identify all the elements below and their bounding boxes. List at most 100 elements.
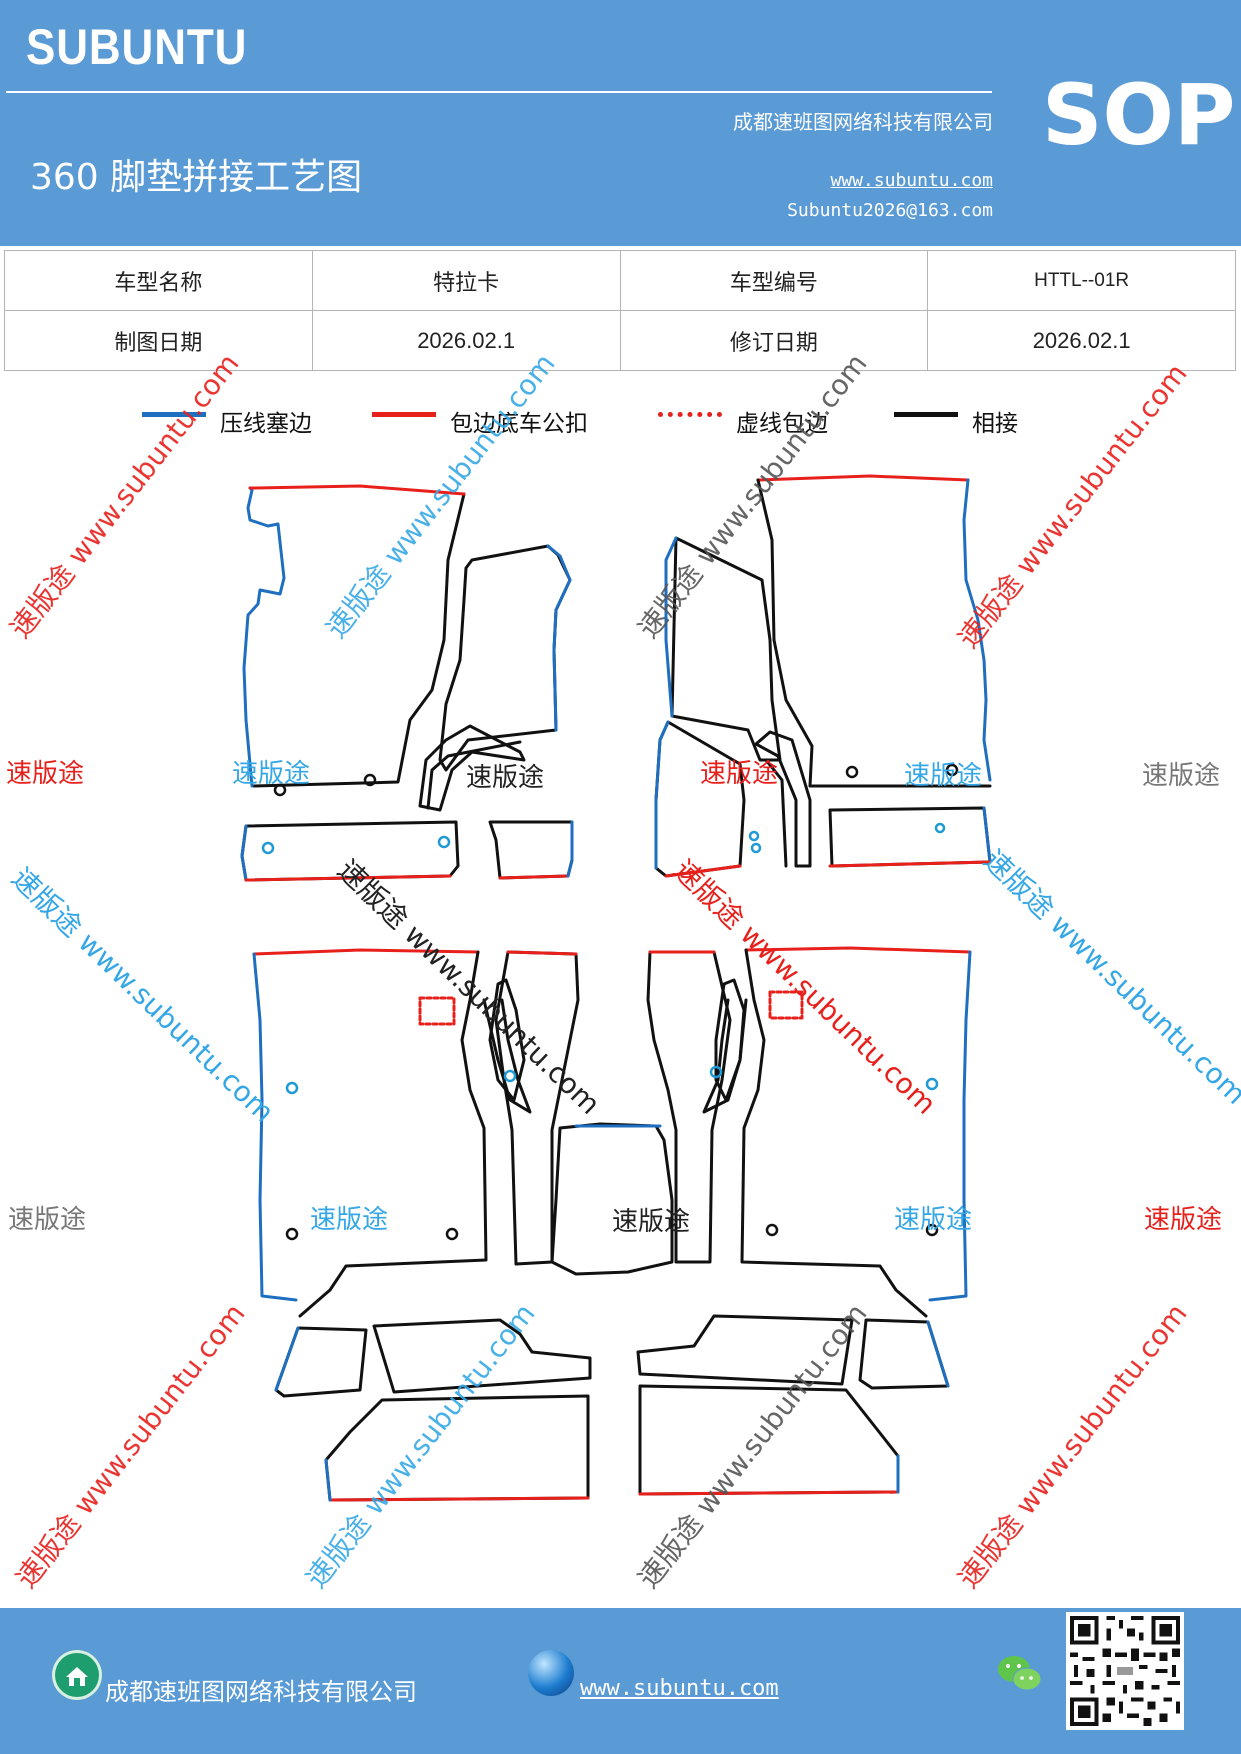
front-right-lower-bar [828,806,992,868]
front-right-mat-red-top [756,474,970,482]
buckle-hole [945,763,959,777]
rear-left-rear-piece-red [328,1496,590,1502]
buckle-hole [709,1065,723,1079]
rear-right-tunnel-inner-2 [702,998,748,1114]
rear-right-mat-black-edge [740,948,928,1318]
diagonal-watermark: 速版途 www.subuntu.com [632,347,874,644]
rear-right-small-side-blue [926,1320,950,1388]
header-divider [6,91,992,93]
front-left-mat-blue-edge [242,486,286,788]
rear-right-dotted-box [768,990,804,1020]
buckle-hole [925,1223,939,1237]
front-right-strip-2 [764,758,788,868]
buckle-hole [445,1227,459,1241]
rear-right-long-bar [636,1314,854,1386]
legend-label: 虚线包边 [736,411,828,437]
watermark-label: 速版途 [904,761,982,791]
front-right-footrest-blue [664,536,678,718]
diagonal-watermark: 速版途 www.subuntu.com [952,357,1194,654]
buckle-hole [503,1069,517,1083]
watermark-label: 速版途 [466,763,544,793]
website-link[interactable]: www.subuntu.com [830,170,993,191]
table-cell: 2026.02.1 [311,310,621,371]
diagonal-watermark: 速版途 www.subuntu.com [320,347,562,644]
rear-left-tunnel-inner-2 [482,998,532,1114]
table-row: 制图日期 2026.02.1 修订日期 2026.02.1 [4,310,1236,371]
rear-left-mat-black-edge [298,950,488,1318]
rear-left-rear-piece-blue [324,1458,332,1502]
legend-swatch [658,412,722,417]
watermark-label: 速版途 [700,759,778,789]
buckle-hole [934,822,946,834]
buckle-hole [363,773,377,787]
diagonal-watermark: 速版途 www.subuntu.com [10,1297,252,1594]
globe-icon [528,1650,574,1696]
buckle-hole [285,1081,299,1095]
diagonal-watermark: 速版途 www.subuntu.com [632,1297,874,1594]
watermark-label: 速版途 [310,1205,388,1235]
rear-left-small-side [274,1326,368,1398]
front-left-strip-1 [418,724,526,812]
buckle-hole [925,1077,939,1091]
buckle-hole [748,830,760,842]
table-cell: 修订日期 [619,310,929,371]
buckle-hole [437,835,451,849]
rear-right-mat-blue-edge [928,950,972,1302]
diagonal-watermark: 速版途 www.subuntu.com [977,843,1241,1111]
document-title: 360 脚垫拼接工艺图 [30,157,363,198]
front-left-strip-2 [426,740,522,810]
buckle-hole [750,842,762,854]
watermark-label: 速版途 [1144,1205,1222,1235]
doc-type-badge: SOP [1042,66,1236,164]
front-right-side-piece-blue [654,720,670,870]
legend-swatch [372,412,436,417]
watermark-label: 速版途 [894,1205,972,1235]
table-cell: 车型名称 [4,250,313,311]
legend-label: 包边底车公扣 [450,411,588,437]
diagonal-watermark: 速版途 www.subuntu.com [300,1297,542,1594]
rear-left-mat-blue-edge [252,952,298,1302]
front-right-mat-black-edge [756,478,992,788]
buckle-hole [845,765,859,779]
header-banner: SUBUNTU 360 脚垫拼接工艺图 成都速班图网络科技有限公司 www.su… [0,0,1241,246]
footer-company-name: 成都速班图网络科技有限公司 [105,1678,417,1706]
home-icon [52,1650,102,1700]
watermark-label: 速版途 [8,1205,86,1235]
front-left-small-piece-red [498,874,570,880]
wechat-icon[interactable] [996,1652,1044,1696]
legend-label: 相接 [972,411,1018,437]
diagonal-watermark: 速版途 www.subuntu.com [952,1297,1194,1594]
diagonal-watermark: 速版途 www.subuntu.com [4,347,246,644]
front-left-lower-bar-blue [240,824,248,882]
diagonal-watermark: 速版途 www.subuntu.com [5,861,280,1129]
brand-logo: SUBUNTU [26,19,248,75]
front-left-footrest [438,544,572,772]
front-right-mat-blue-edge [962,478,992,782]
rear-left-dotted-box [418,996,456,1026]
front-left-small-piece [488,820,574,880]
footer-website-link[interactable]: www.subuntu.com [580,1676,779,1701]
qr-code[interactable] [1066,1612,1184,1730]
rear-left-mat-red-top [252,948,480,956]
legend-swatch [142,412,206,417]
buckle-hole [765,1223,779,1237]
front-left-mat-black-edge [252,492,466,788]
front-left-footrest-blue [546,544,572,732]
rear-left-tunnel-strip-1-red [506,950,578,956]
vehicle-info-table: 车型名称 特拉卡 车型编号 HTTL--01R 制图日期 2026.02.1 修… [4,250,1236,371]
front-right-side-piece [654,720,746,878]
table-row: 车型名称 特拉卡 车型编号 HTTL--01R [4,250,1236,311]
front-right-lower-bar-blue [982,806,992,864]
table-cell: HTTL--01R [927,250,1236,311]
buckle-hole [261,841,275,855]
buckle-hole [285,1227,299,1241]
front-left-small-piece-blue [566,820,574,878]
table-cell: 制图日期 [4,310,313,371]
front-right-lower-bar-red [828,860,992,868]
front-right-side-piece-red [664,864,742,878]
watermark-label: 速版途 [612,1207,690,1237]
rear-right-mat-red-top [744,946,972,954]
rear-left-tunnel-strip-1 [494,950,580,1266]
rear-left-long-bar [372,1318,592,1394]
